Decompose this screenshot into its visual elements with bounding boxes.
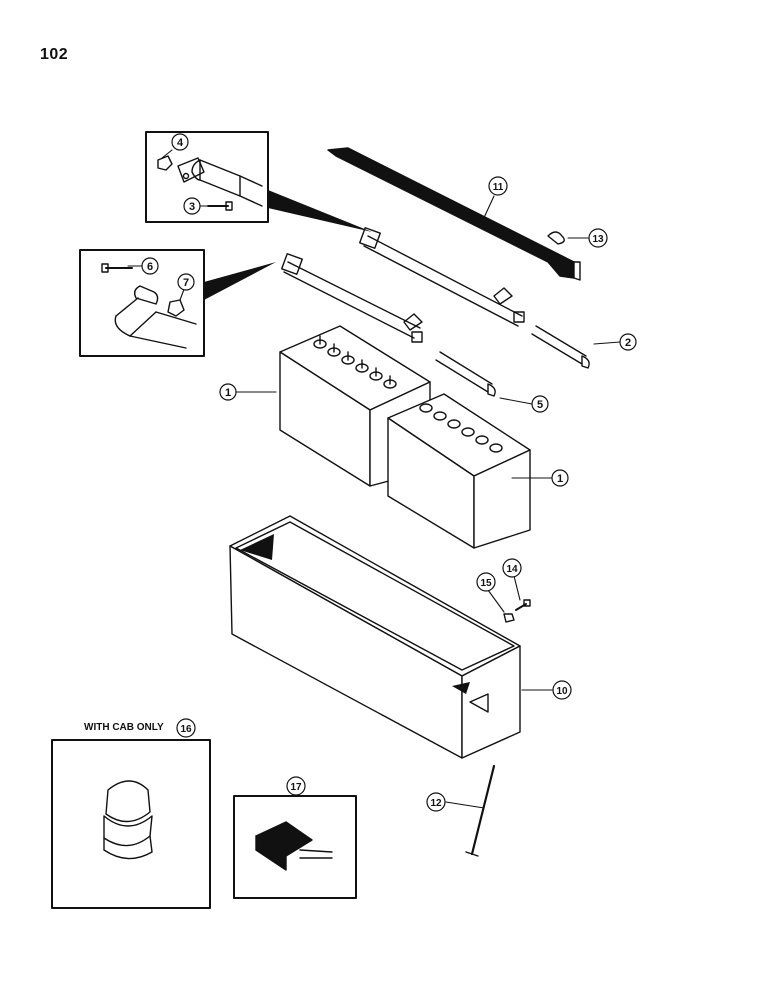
callout-10: 10: [552, 680, 572, 700]
inset-caption-with-cab-only: WITH CAB ONLY: [84, 722, 164, 733]
callout-2-label: 2: [625, 337, 631, 349]
callout-4-label: 4: [177, 137, 184, 149]
wing-nut: [547, 231, 565, 245]
page-number: 102: [40, 46, 69, 63]
battery-right: [387, 393, 531, 549]
callout-16-label: 16: [180, 724, 192, 735]
cable-5: [435, 351, 496, 397]
callout-1a-label: 1: [225, 387, 231, 399]
callout-4: 4: [171, 133, 189, 151]
callout-15: 15: [476, 572, 496, 592]
callout-10-label: 10: [556, 686, 568, 697]
tray-nut: [503, 613, 515, 623]
battery-tray: [229, 515, 521, 759]
battery-cable-short: [281, 253, 423, 343]
callout-1b-label: 1: [557, 473, 563, 485]
tray-screw: [515, 599, 531, 611]
callout-14-label: 14: [506, 564, 518, 575]
callout-5: 5: [531, 395, 549, 413]
callout-11: 11: [488, 176, 508, 196]
callout-6: 6: [141, 257, 159, 275]
callout-3: 3: [183, 197, 201, 215]
inset-fitting: [233, 795, 357, 899]
callout-11-label: 11: [493, 182, 504, 193]
callout-13: 13: [588, 228, 608, 248]
battery-cable-long: [359, 227, 525, 327]
callout-5-label: 5: [537, 399, 543, 411]
callout-15-label: 15: [480, 578, 492, 589]
callout-12: 12: [426, 792, 446, 812]
callout-7: 7: [177, 273, 195, 291]
callout-2: 2: [619, 333, 637, 351]
callout-16: 16: [176, 718, 196, 738]
inset-cab-only: [51, 739, 211, 909]
hold-down-strap: [327, 147, 581, 281]
callout-13-label: 13: [592, 234, 604, 245]
callout-1a: 1: [219, 383, 237, 401]
callout-6-label: 6: [147, 261, 153, 273]
callout-3-label: 3: [189, 201, 195, 213]
callout-14: 14: [502, 558, 522, 578]
cable-2: [531, 325, 590, 369]
hold-down-rod: [465, 764, 496, 857]
inset-clamp-bolt: [145, 131, 372, 232]
callout-17-label: 17: [290, 782, 302, 793]
callout-17: 17: [286, 776, 306, 796]
callout-12-label: 12: [430, 798, 442, 809]
inset-clamp-nut: [79, 249, 276, 357]
callout-7-label: 7: [183, 277, 189, 289]
callout-1b: 1: [551, 469, 569, 487]
